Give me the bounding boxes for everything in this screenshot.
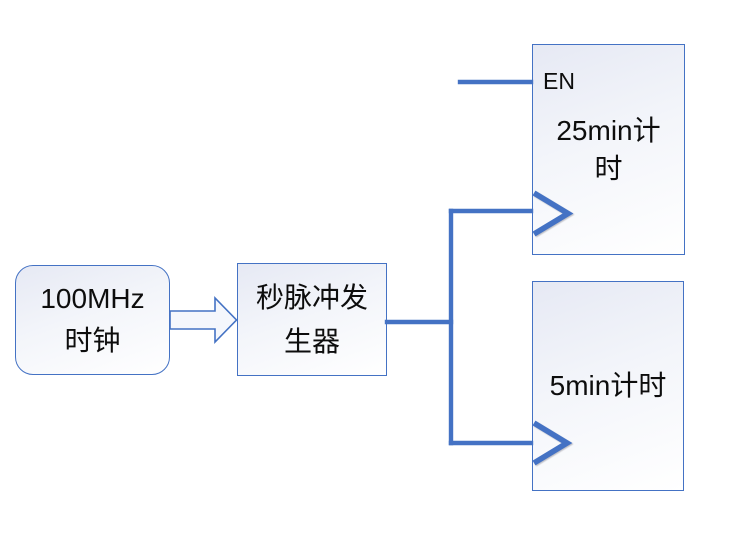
- pulse-generator-label-line2: 生器: [283, 325, 340, 357]
- clock-source-label-line1: 100MHz: [40, 283, 145, 314]
- clock-source-node: 100MHz 时钟: [15, 265, 170, 375]
- pulse-generator-node: 秒脉冲发 生器: [237, 263, 387, 376]
- pulse-generator-label-line1: 秒脉冲发: [255, 281, 368, 313]
- timer-5min-node: 5min计时: [532, 281, 684, 491]
- timer-25min-label: 25min计 时: [533, 112, 684, 188]
- block-arrow-icon: [169, 296, 238, 344]
- timer-25min-label-line2: 时: [594, 152, 623, 184]
- timer-25min-en-port-label: EN: [543, 68, 575, 94]
- pulse-generator-label: 秒脉冲发 生器: [238, 276, 386, 364]
- clock-source-label: 100MHz 时钟: [16, 278, 169, 362]
- timer-25min-label-line1: 25min计: [556, 114, 661, 146]
- timer-25min-node: EN 25min计 时: [532, 44, 685, 255]
- clock-source-label-line2: 时钟: [64, 325, 121, 356]
- timer-5min-label-line1: 5min计时: [549, 370, 667, 401]
- timer-5min-label: 5min计时: [533, 367, 683, 405]
